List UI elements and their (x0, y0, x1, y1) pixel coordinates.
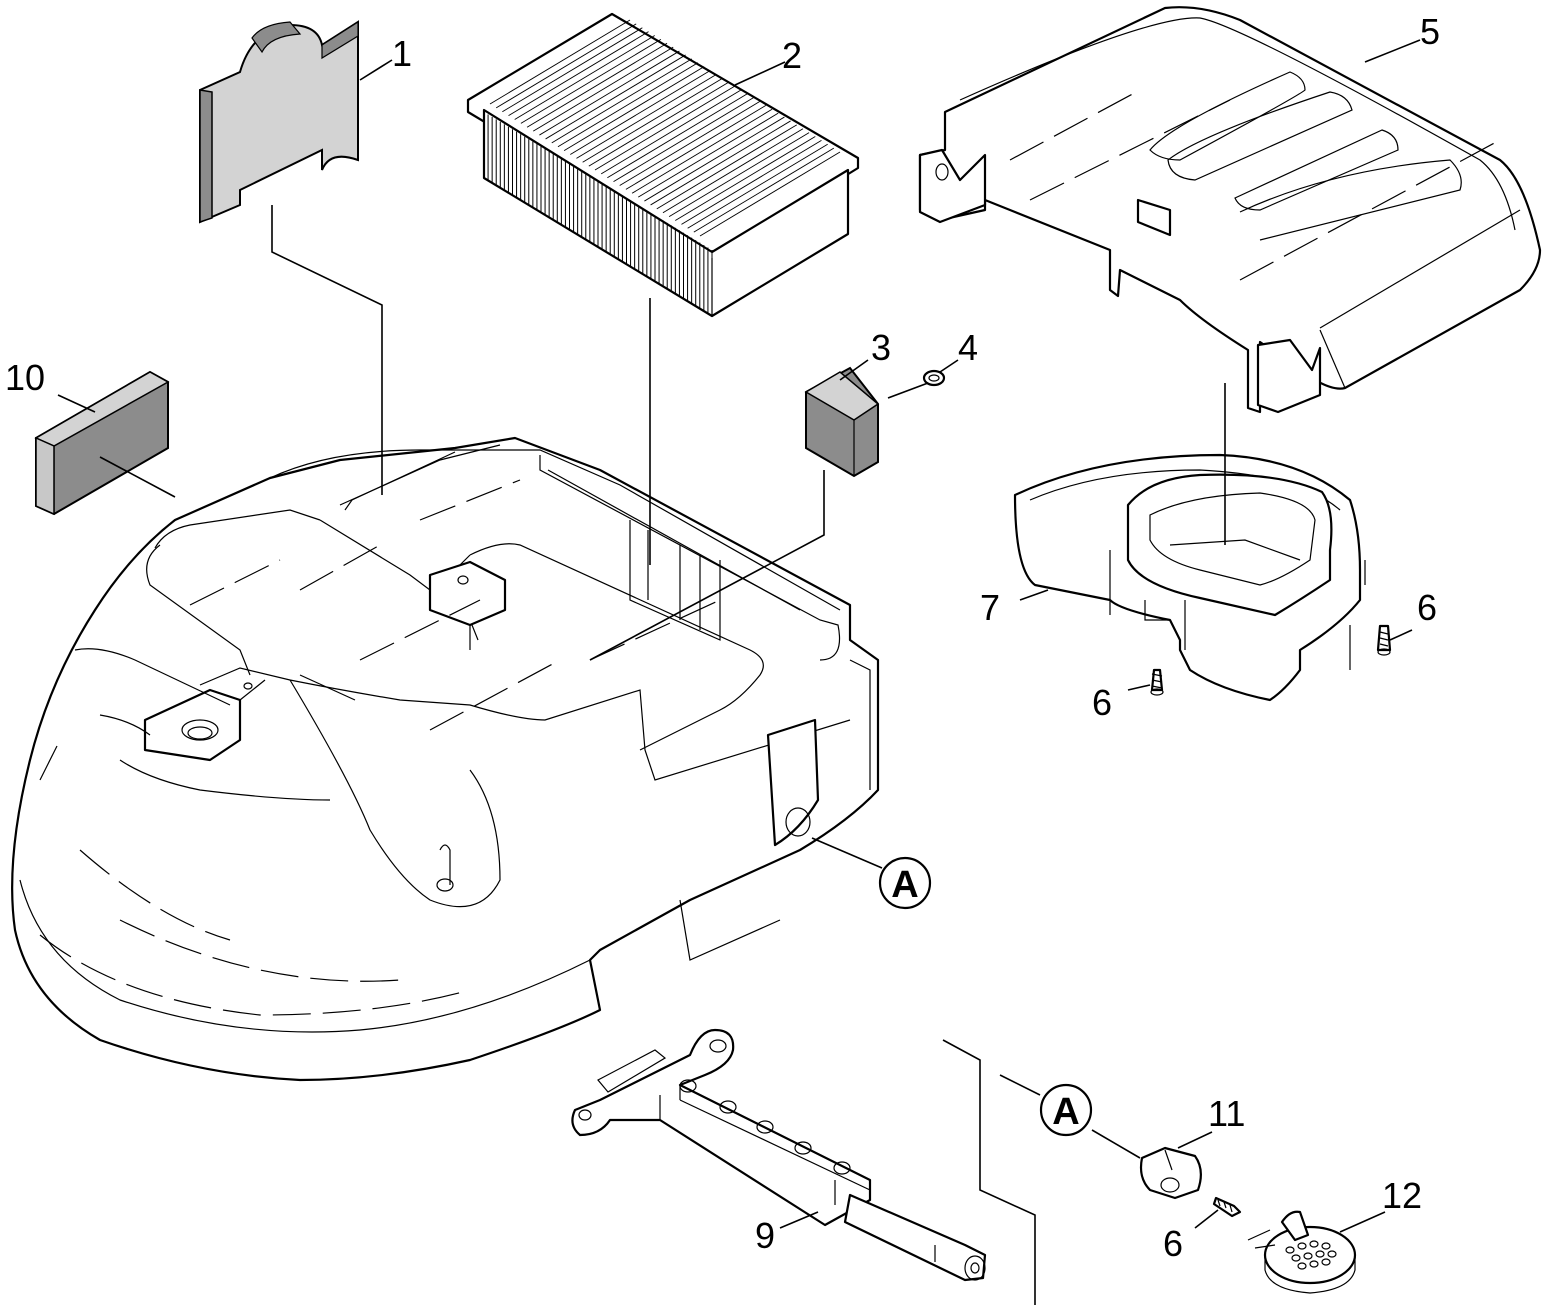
leader-lines (57, 39, 1421, 1305)
callout-a-1: A (878, 856, 932, 910)
label-part-3: 3 (871, 327, 891, 368)
part-labels: 1 2 3 4 5 6 6 6 7 9 10 11 12 (5, 11, 1440, 1264)
part-10-small-filter (34, 370, 170, 516)
part-3-foam-block (804, 366, 880, 478)
part-7-cage (1013, 453, 1366, 702)
part-5-lid (918, 6, 1542, 414)
housing-body (11, 436, 880, 1082)
label-part-7: 7 (980, 587, 1000, 628)
part-6-screw-c (1212, 1196, 1242, 1218)
part-6-screw-b (1376, 624, 1392, 656)
label-part-9: 9 (755, 1215, 775, 1256)
part-4-ring (922, 369, 946, 387)
callout-a-2: A (1039, 1083, 1093, 1137)
label-part-6-cage: 6 (1092, 682, 1112, 723)
label-part-10: 10 (5, 357, 45, 398)
part-9-bracket (571, 1028, 987, 1282)
callout-a-2-text: A (1052, 1091, 1079, 1133)
label-part-2: 2 (782, 35, 802, 76)
part-2-pleated-filter (466, 12, 860, 318)
label-part-11: 11 (1208, 1093, 1245, 1134)
label-part-12: 12 (1382, 1175, 1422, 1216)
part-12-round-cap (1247, 1210, 1357, 1294)
label-part-1: 1 (392, 33, 412, 74)
label-part-6-clip: 6 (1163, 1223, 1183, 1264)
label-part-5: 5 (1420, 11, 1440, 52)
part-6-screw-a (1150, 668, 1164, 696)
callout-a-1-text: A (891, 864, 918, 906)
part-11-clip (1139, 1146, 1202, 1200)
label-part-4: 4 (958, 327, 978, 368)
label-part-6-right: 6 (1417, 587, 1437, 628)
part-1-flat-filter (199, 20, 359, 224)
